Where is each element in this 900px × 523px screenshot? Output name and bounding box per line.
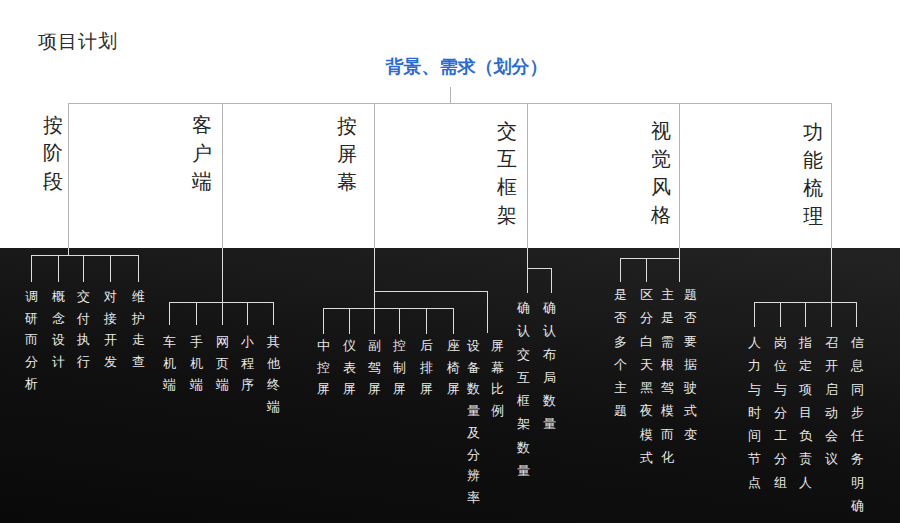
connector-line: [138, 255, 139, 282]
connector-line: [68, 248, 69, 255]
child-node: 手机端: [189, 331, 204, 396]
child-node: 确认交互框架数量: [516, 296, 531, 482]
child-node: 仪表屏: [342, 335, 357, 400]
child-node: 概念设计: [51, 286, 66, 373]
child-node-column: 屏幕比例: [490, 335, 505, 422]
connector-line: [110, 255, 111, 282]
connector-line: [31, 255, 32, 282]
connector-line: [856, 302, 857, 327]
child-node-column: 主是需根驾模而化: [660, 283, 675, 469]
child-node-column: 题否要据驶式变: [683, 283, 698, 446]
child-node: 调研而分析: [24, 286, 39, 395]
connector-line: [551, 268, 552, 293]
connector-line: [426, 308, 427, 334]
child-node: 指定项目负责人: [798, 331, 813, 494]
connector-line: [831, 248, 832, 302]
connector-line: [620, 258, 680, 259]
connector-line: [805, 302, 806, 327]
child-node: 是否多个主题: [613, 283, 628, 423]
child-node: 区分白天黑夜模式: [639, 283, 654, 469]
connector-line: [399, 308, 400, 334]
child-node: 车机端: [162, 331, 177, 396]
child-node: 信息同步任务明确: [850, 331, 865, 517]
connector-line: [247, 302, 248, 325]
connector-line: [323, 308, 454, 309]
connector-line: [169, 302, 170, 325]
child-node: 对接开发: [103, 286, 118, 373]
child-node: 副驾屏: [367, 335, 382, 400]
connector-line: [679, 258, 680, 282]
connector-line: [323, 308, 324, 334]
connector-line: [453, 308, 454, 334]
connector-line: [527, 268, 552, 269]
connector-line: [222, 248, 223, 302]
connector-line: [31, 255, 139, 256]
connector-line: [222, 104, 223, 248]
child-node: 交付执行: [76, 286, 91, 373]
connector-line: [450, 87, 451, 103]
branch-label-by-screen: 按屏幕: [336, 112, 358, 196]
connector-line: [754, 302, 755, 327]
connector-line: [527, 248, 528, 268]
connector-line: [68, 103, 832, 104]
child-node-column: 设备数量及分辨率: [466, 335, 481, 509]
connector-line: [487, 291, 488, 333]
branch-label-client: 客户端: [191, 111, 213, 195]
branch-label-visual-style: 视觉风格: [650, 117, 672, 229]
connector-line: [527, 268, 528, 293]
child-node: 其他终端: [266, 331, 281, 418]
child-node: 维护走查: [131, 286, 146, 373]
connector-line: [273, 302, 274, 325]
branch-label-interaction-framework: 交互框架: [496, 117, 518, 229]
connector-line: [679, 248, 680, 258]
branch-label-by-phase: 按阶段: [42, 111, 64, 195]
connector-line: [374, 291, 488, 292]
connector-line: [831, 104, 832, 248]
child-node: 座椅屏: [446, 335, 461, 400]
child-node: 网页端: [215, 331, 230, 396]
connector-line: [374, 248, 375, 308]
branch-label-function-sorting: 功能梳理: [802, 118, 824, 230]
child-node: 人力与时间节点: [747, 331, 762, 494]
connector-line: [58, 255, 59, 282]
connector-line: [646, 258, 647, 282]
child-node: 召开启动会议: [824, 331, 839, 471]
connector-line: [374, 308, 375, 334]
child-node: 岗位与分工分组: [773, 331, 788, 494]
connector-line: [83, 255, 84, 282]
connector-line: [68, 104, 69, 248]
connector-line: [222, 302, 223, 325]
connector-line: [831, 302, 832, 327]
child-node: 控制屏: [392, 335, 407, 400]
connector-line: [374, 104, 375, 248]
page-title: 项目计划: [38, 28, 118, 54]
child-node: 确认布局数量: [542, 296, 557, 436]
root-node: 背景、需求（划分）: [300, 55, 633, 79]
child-node: 中控屏: [316, 335, 331, 400]
child-node: 小程序: [240, 331, 255, 396]
connector-line: [349, 308, 350, 334]
connector-line: [679, 104, 680, 248]
child-node: 后排屏: [419, 335, 434, 400]
connector-line: [780, 302, 781, 327]
connector-line: [196, 302, 197, 325]
connector-line: [620, 258, 621, 282]
connector-line: [527, 104, 528, 248]
